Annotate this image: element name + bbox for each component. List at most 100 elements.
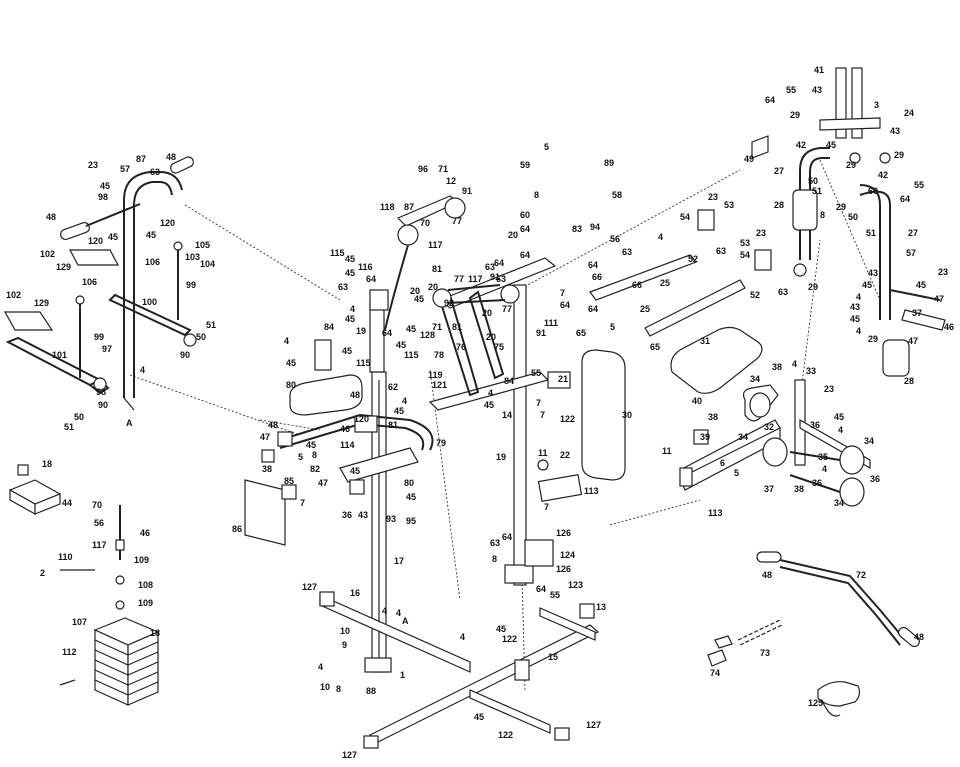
label-64g: 64: [560, 300, 570, 310]
label-124: 124: [560, 550, 575, 560]
part-number-labels: 23 57 87 63 48 45 98 48 120 45 45 120 10…: [6, 65, 954, 760]
label-8: 8: [534, 190, 539, 200]
label-106: 106: [145, 257, 160, 267]
label-77a: 77: [452, 216, 462, 226]
seat-assembly-left: [244, 339, 434, 546]
label-59a: 59: [520, 160, 530, 170]
label-105: 105: [195, 240, 210, 250]
label-8b: 8: [820, 210, 825, 220]
handle-125: [817, 681, 861, 707]
label-45b: 45: [146, 230, 156, 240]
label-102a: 102: [40, 249, 55, 259]
label-64k: 64: [502, 532, 512, 542]
label-28a: 28: [774, 200, 784, 210]
arm-75b: [468, 290, 505, 380]
label-71b: 71: [432, 322, 442, 332]
label-47a: 47: [934, 294, 944, 304]
label-53b: 53: [740, 238, 750, 248]
label-5b: 5: [610, 322, 615, 332]
grip-48-left: [756, 551, 782, 563]
label-29c: 29: [894, 150, 904, 160]
label-63d: 63: [485, 262, 495, 272]
label-45o: 45: [484, 400, 494, 410]
label-129a: 129: [56, 262, 71, 272]
label-13: 13: [596, 602, 606, 612]
label-50d: 50: [848, 212, 858, 222]
label-32: 32: [764, 422, 774, 432]
label-23c: 23: [756, 228, 766, 238]
label-1: 1: [400, 670, 405, 680]
label-27b: 27: [908, 228, 918, 238]
label-120c: 120: [354, 414, 369, 424]
label-34c: 34: [864, 436, 874, 446]
label-46c: 46: [340, 424, 350, 434]
label-86: 86: [232, 524, 242, 534]
tube-25: [589, 254, 698, 301]
label-47c: 47: [260, 432, 270, 442]
label-120a: 120: [160, 218, 175, 228]
label-33: 33: [806, 366, 816, 376]
label-7c: 7: [540, 410, 545, 420]
label-81a: 81: [432, 264, 442, 274]
label-28b: 28: [904, 376, 914, 386]
label-64h: 64: [588, 304, 598, 314]
end-cap-127a: [319, 591, 335, 607]
label-45i: 45: [396, 340, 406, 350]
label-70a: 70: [92, 500, 102, 510]
label-4k: 4: [402, 396, 407, 406]
pad-47: [901, 309, 946, 331]
label-6: 6: [720, 458, 725, 468]
label-63g: 63: [778, 287, 788, 297]
label-64j: 64: [900, 194, 910, 204]
label-41: 41: [814, 65, 824, 75]
label-20d: 20: [486, 332, 496, 342]
label-109b: 109: [138, 598, 153, 608]
label-109a: 109: [134, 555, 149, 565]
label-45j: 45: [826, 140, 836, 150]
label-46a: 46: [140, 528, 150, 538]
label-60: 60: [520, 210, 530, 220]
label-20a: 20: [410, 286, 420, 296]
label-47b: 47: [908, 336, 918, 346]
label-58a: 58: [612, 190, 622, 200]
label-16: 16: [350, 588, 360, 598]
label-48c: 48: [350, 390, 360, 400]
label-29f: 29: [868, 334, 878, 344]
label-127c: 127: [342, 750, 357, 760]
label-74: 74: [710, 668, 720, 678]
label-5c: 5: [734, 468, 739, 478]
label-80a: 80: [286, 380, 296, 390]
label-102b: 102: [6, 290, 21, 300]
label-122a: 122: [560, 414, 575, 424]
label-3: 3: [874, 100, 879, 110]
label-39: 39: [700, 432, 710, 442]
label-87: 87: [136, 154, 146, 164]
label-64b: 64: [382, 328, 392, 338]
label-117c: 117: [468, 274, 483, 284]
label-23b: 23: [708, 192, 718, 202]
label-36c: 36: [812, 478, 822, 488]
label-64i: 64: [765, 95, 775, 105]
label-45f: 45: [414, 294, 424, 304]
label-11b: 11: [538, 448, 548, 458]
bracket-21: [547, 371, 571, 389]
pulley-77a: [432, 288, 452, 308]
label-34b: 34: [738, 432, 748, 442]
label-72: 72: [856, 570, 866, 580]
label-45d: 45: [345, 254, 355, 264]
roller-34a: [762, 437, 788, 467]
label-127a: 127: [302, 582, 317, 592]
label-45m: 45: [850, 314, 860, 324]
label-121: 121: [432, 380, 447, 390]
bracket-84: [314, 339, 332, 371]
label-19b: 19: [496, 452, 506, 462]
label-70b: 70: [420, 218, 430, 228]
main-frame: [319, 257, 600, 749]
roller-assembly-124: [524, 539, 554, 567]
label-84: 84: [504, 376, 514, 386]
label-23d: 23: [938, 267, 948, 277]
label-90a: 90: [180, 350, 190, 360]
label-64f: 64: [588, 260, 598, 270]
label-48e: 48: [762, 570, 772, 580]
